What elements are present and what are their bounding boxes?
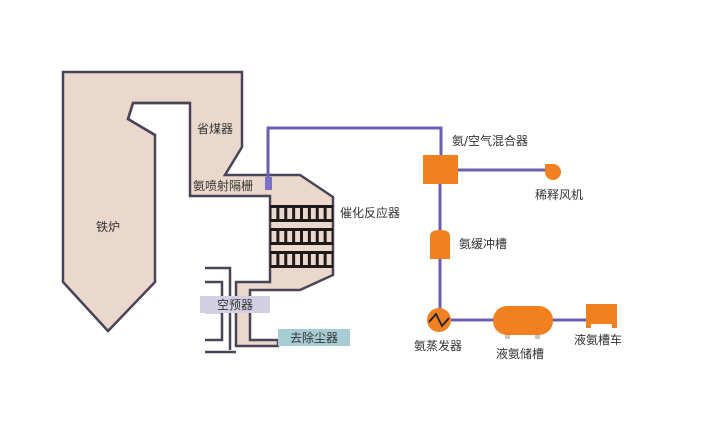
catalyst-cell <box>295 231 300 242</box>
catalyst-cell <box>303 231 308 242</box>
ammonia-air-mixer-icon <box>423 155 458 184</box>
catalyst-layer <box>270 251 333 268</box>
dust-collector-box <box>278 329 350 346</box>
liquid-ammonia-tanker-icon <box>586 304 617 328</box>
air-preheater-label: 空预器 <box>216 298 253 312</box>
catalyst-cell <box>287 231 293 242</box>
ammonia-evaporator-icon <box>427 308 451 332</box>
ammonia-air-mixer-label: 氨/空气混合器 <box>452 134 529 148</box>
catalyst-cell <box>326 208 332 219</box>
catalyst-cell <box>318 254 324 265</box>
catalyst-layer <box>270 205 333 222</box>
ammonia-buffer-tank-icon <box>430 230 450 259</box>
catalyst-cell <box>295 254 300 265</box>
catalyst-cell <box>326 231 332 242</box>
ammonia-evaporator-label: 氨蒸发器 <box>414 339 463 353</box>
boiler-label: 铁炉 <box>96 220 121 234</box>
catalyst-cell <box>271 208 277 219</box>
pipe-mixer-to-grid <box>266 126 443 180</box>
economizer-label: 省煤器 <box>197 122 234 136</box>
catalyst-cell <box>271 231 277 242</box>
catalyst-cell <box>279 254 285 265</box>
dilution-fan-icon <box>545 164 561 180</box>
catalyst-cell <box>318 231 324 242</box>
liquid-ammonia-storage-tank-icon <box>493 306 553 339</box>
ammonia-injection-grid-icon <box>265 177 272 190</box>
ammonia-injection-grid-label: 氨喷射隔栅 <box>193 179 254 193</box>
dilution-fan-label: 稀释风机 <box>535 188 584 202</box>
catalyst-cell <box>310 254 316 265</box>
dust-collector-label: 去除尘器 <box>289 331 338 345</box>
catalyst-cell <box>279 231 285 242</box>
catalyst-cell <box>303 208 308 219</box>
liquid-ammonia-storage-label: 液氨储槽 <box>496 347 545 361</box>
ammonia-buffer-tank-label: 氨缓冲槽 <box>459 237 508 251</box>
air-preheater-box <box>200 296 270 313</box>
catalyst-cell <box>287 208 293 219</box>
catalyst-cell <box>303 254 308 265</box>
catalyst-cell <box>326 254 332 265</box>
ammonia-pipes <box>266 126 588 322</box>
catalyst-cell <box>310 208 316 219</box>
catalyst-layer <box>270 228 333 245</box>
catalyst-cell <box>318 208 324 219</box>
catalyst-cell <box>271 254 277 265</box>
catalyst-layers <box>270 205 333 268</box>
catalyst-cell <box>310 231 316 242</box>
boiler-notch <box>126 101 190 137</box>
catalyst-cell <box>279 208 285 219</box>
catalyst-cell <box>287 254 293 265</box>
liquid-ammonia-tanker-label: 液氨槽车 <box>574 333 623 347</box>
catalyst-cell <box>295 208 300 219</box>
catalytic-reactor-label: 催化反应器 <box>340 206 401 220</box>
